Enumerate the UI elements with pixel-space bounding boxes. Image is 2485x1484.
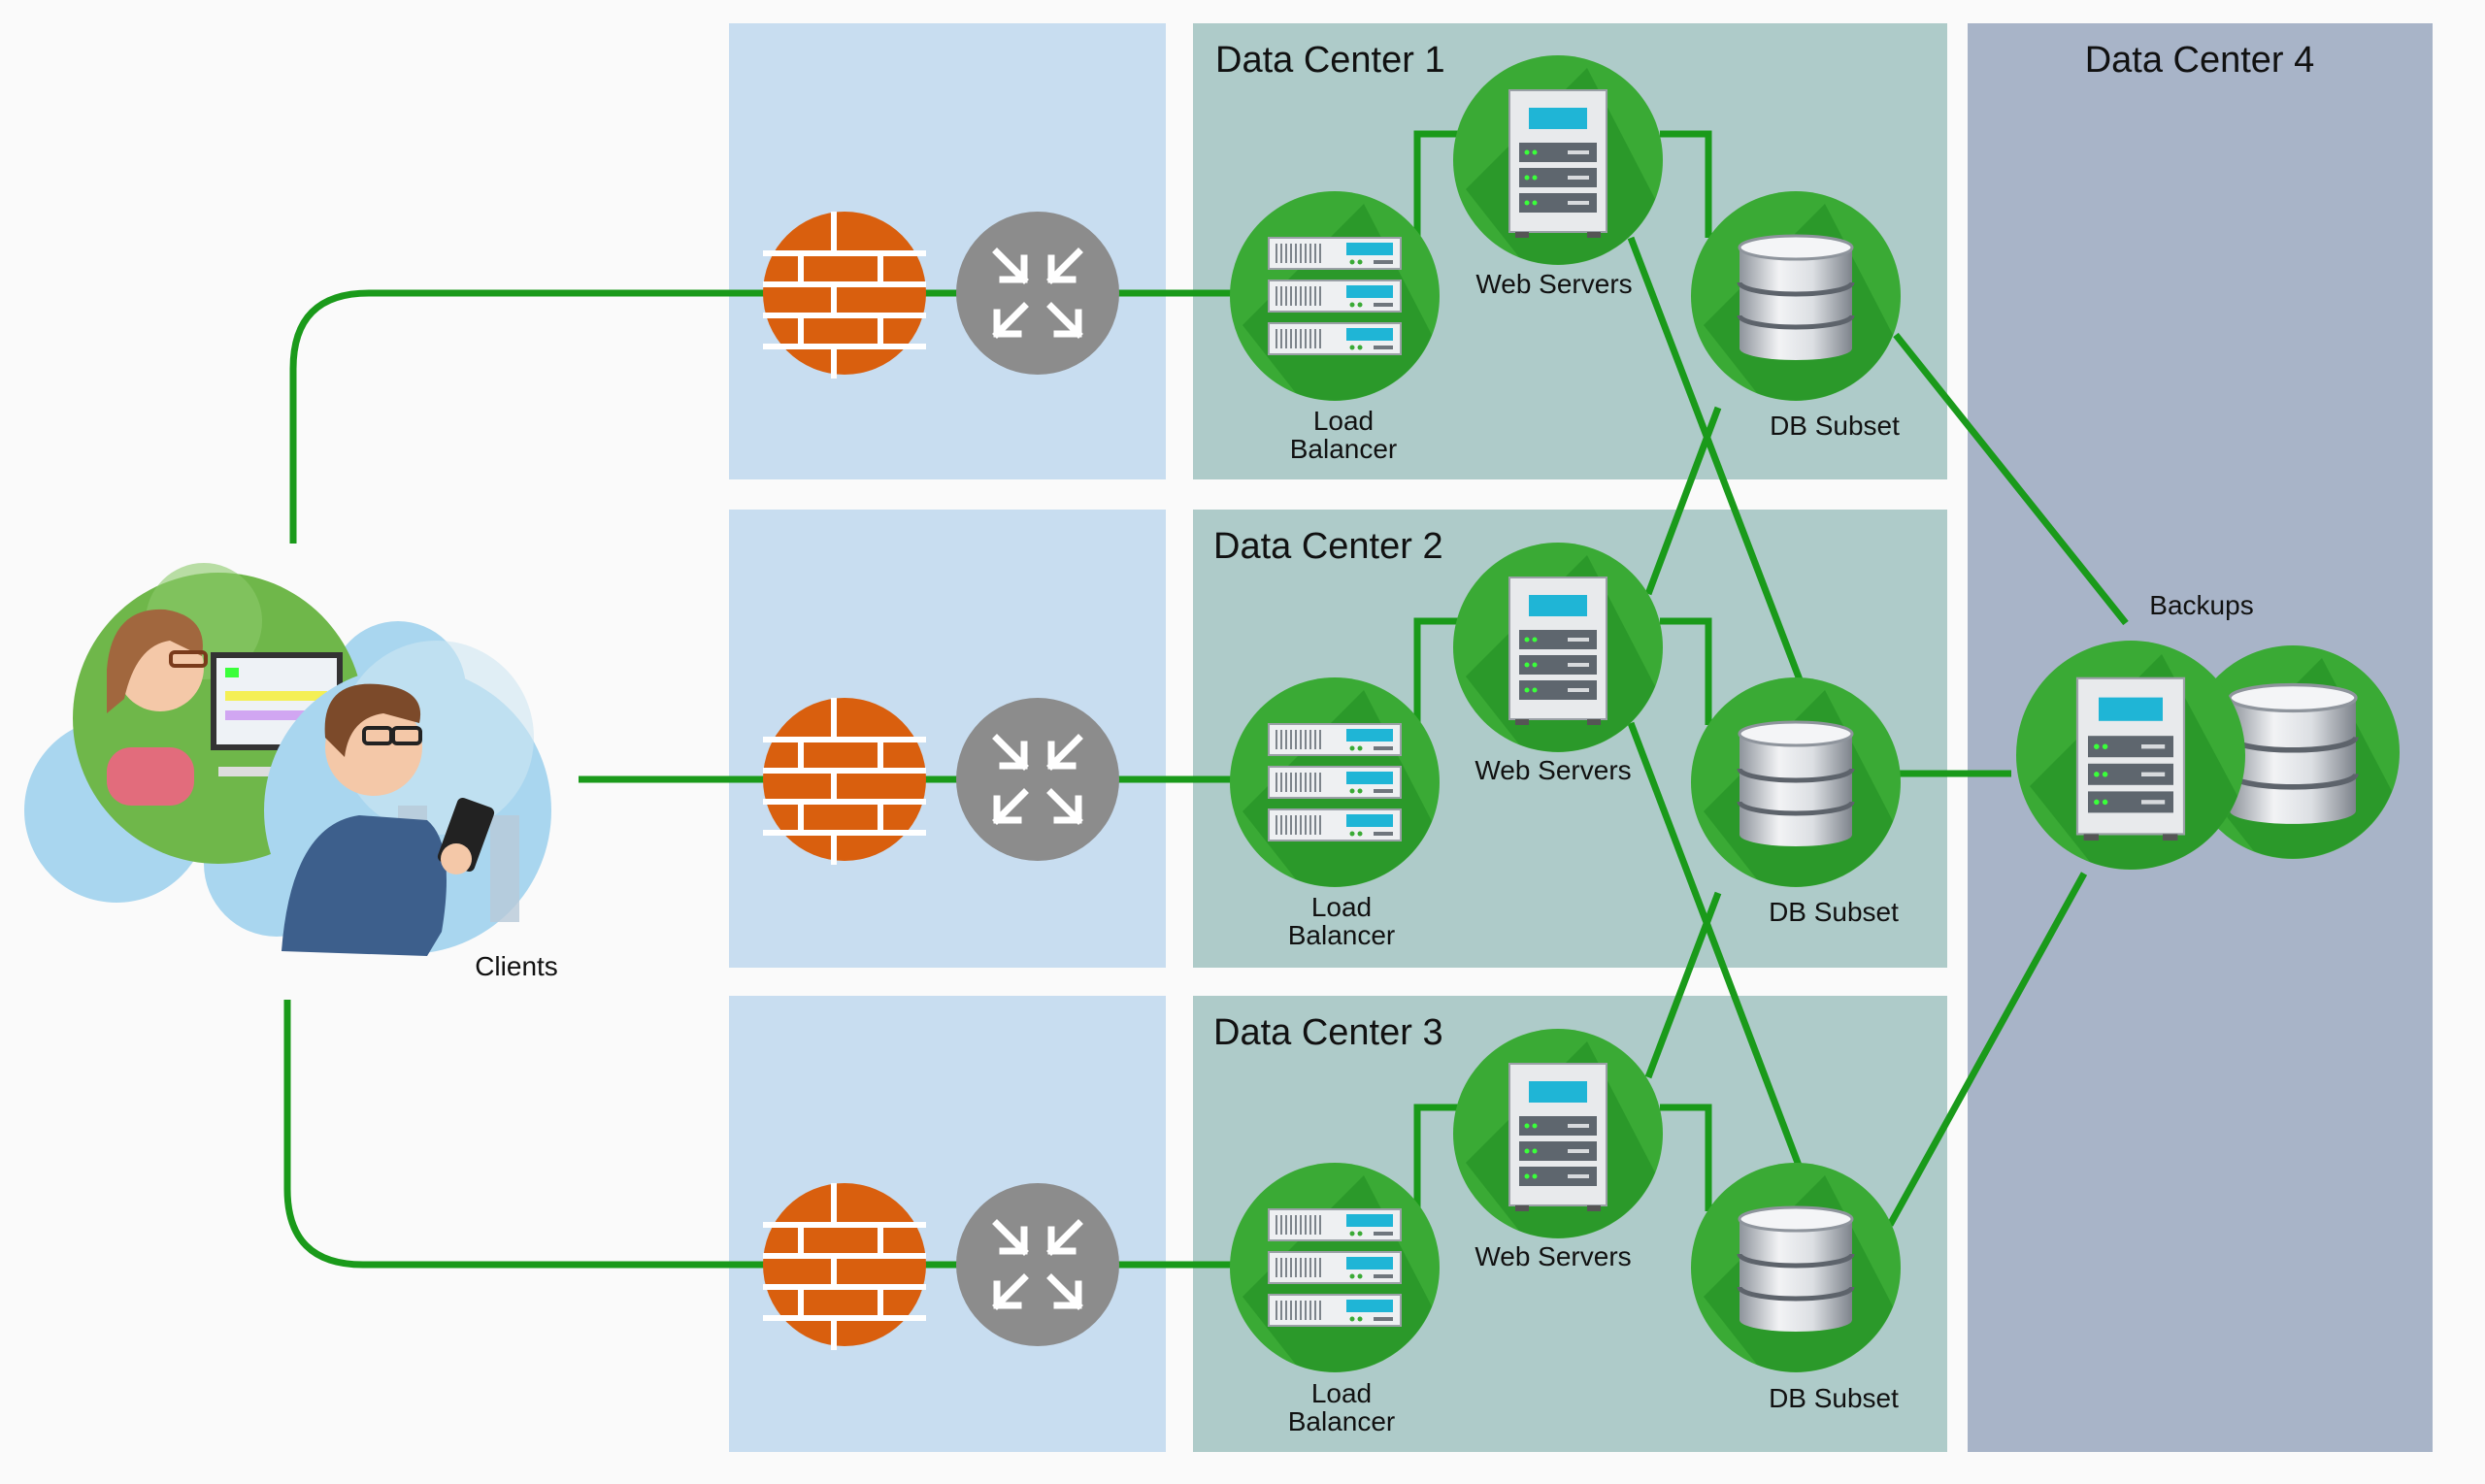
db-subset-label: DB Subset <box>1769 897 1899 927</box>
load-balancer-label-line1: Load <box>1311 1378 1372 1408</box>
db-subset-label: DB Subset <box>1769 1383 1899 1413</box>
db-subset-node <box>1691 677 1901 887</box>
link-web2-db2 <box>1660 617 1712 725</box>
web-servers-label: Web Servers <box>1475 269 1632 299</box>
server-tower-icon <box>2075 676 2186 842</box>
database-cylinder-icon <box>1740 236 1852 360</box>
server-rack-icon <box>1269 724 1401 841</box>
link-db1-web2 <box>1644 406 1722 596</box>
backups-label: Backups <box>2149 590 2253 620</box>
router-icon <box>956 212 1119 375</box>
web-servers-node <box>1453 543 1663 752</box>
router-icon <box>956 1183 1119 1346</box>
load-balancer-node <box>1230 677 1440 887</box>
clients-label: Clients <box>475 951 558 981</box>
data-center-title: Data Center 2 <box>1213 526 1443 567</box>
server-tower-icon <box>1508 577 1607 726</box>
data-center-1: Data Center 1 Load Balancer Web Servers … <box>1215 40 1901 464</box>
link-lb1-web1 <box>1413 130 1475 238</box>
server-tower-icon <box>1508 1063 1607 1212</box>
server-rack-icon <box>1269 1209 1401 1326</box>
database-cylinder-icon <box>2230 685 2356 824</box>
web-servers-node <box>1453 55 1663 265</box>
link-web1-db2 <box>1627 236 1805 684</box>
load-balancer-label-line2: Balancer <box>1290 434 1398 464</box>
people-avatars-icon <box>24 563 551 956</box>
link-db1-backups <box>1893 332 2129 626</box>
db-subset-node <box>1691 191 1901 401</box>
db-subset-label: DB Subset <box>1770 411 1900 441</box>
load-balancer-node <box>1230 191 1440 401</box>
link-web1-db1 <box>1660 130 1712 238</box>
web-servers-label: Web Servers <box>1474 1241 1631 1271</box>
links <box>283 130 2129 1269</box>
data-center-title: Data Center 4 <box>2085 40 2315 81</box>
data-center-4: Data Center 4 Backups <box>2016 40 2400 870</box>
load-balancer-label-line1: Load <box>1313 406 1374 436</box>
link-web3-db3 <box>1660 1104 1712 1211</box>
backups-db-node <box>2186 645 2400 859</box>
router-icon <box>956 698 1119 861</box>
web-servers-node <box>1453 1029 1663 1238</box>
link-lb2-web2 <box>1413 617 1475 725</box>
load-balancer-node <box>1230 1163 1440 1372</box>
link-db2-web3 <box>1644 891 1722 1079</box>
link-db3-backups <box>1886 872 2088 1227</box>
data-center-title: Data Center 1 <box>1215 40 1445 81</box>
link-clients-to-dc1 <box>289 289 1340 544</box>
link-clients-to-dc3 <box>283 1000 1340 1269</box>
server-rack-icon <box>1269 238 1401 354</box>
data-center-3: Data Center 3 Load Balancer Web Servers … <box>1213 1012 1901 1436</box>
data-center-2: Data Center 2 Load Balancer Web Servers … <box>1213 526 1901 950</box>
link-lb3-web3 <box>1413 1104 1475 1211</box>
load-balancer-label-line1: Load <box>1311 892 1372 922</box>
web-servers-label: Web Servers <box>1474 755 1631 785</box>
load-balancer-label-line2: Balancer <box>1288 920 1396 950</box>
clients-group: Clients <box>24 563 558 981</box>
database-cylinder-icon <box>1740 722 1852 846</box>
load-balancer-label-line2: Balancer <box>1288 1406 1396 1436</box>
link-web2-db3 <box>1627 721 1805 1172</box>
data-center-title: Data Center 3 <box>1213 1012 1443 1053</box>
database-cylinder-icon <box>1740 1207 1852 1332</box>
db-subset-node <box>1691 1163 1901 1372</box>
server-tower-icon <box>1508 89 1607 239</box>
backups-server-node <box>2016 641 2245 870</box>
